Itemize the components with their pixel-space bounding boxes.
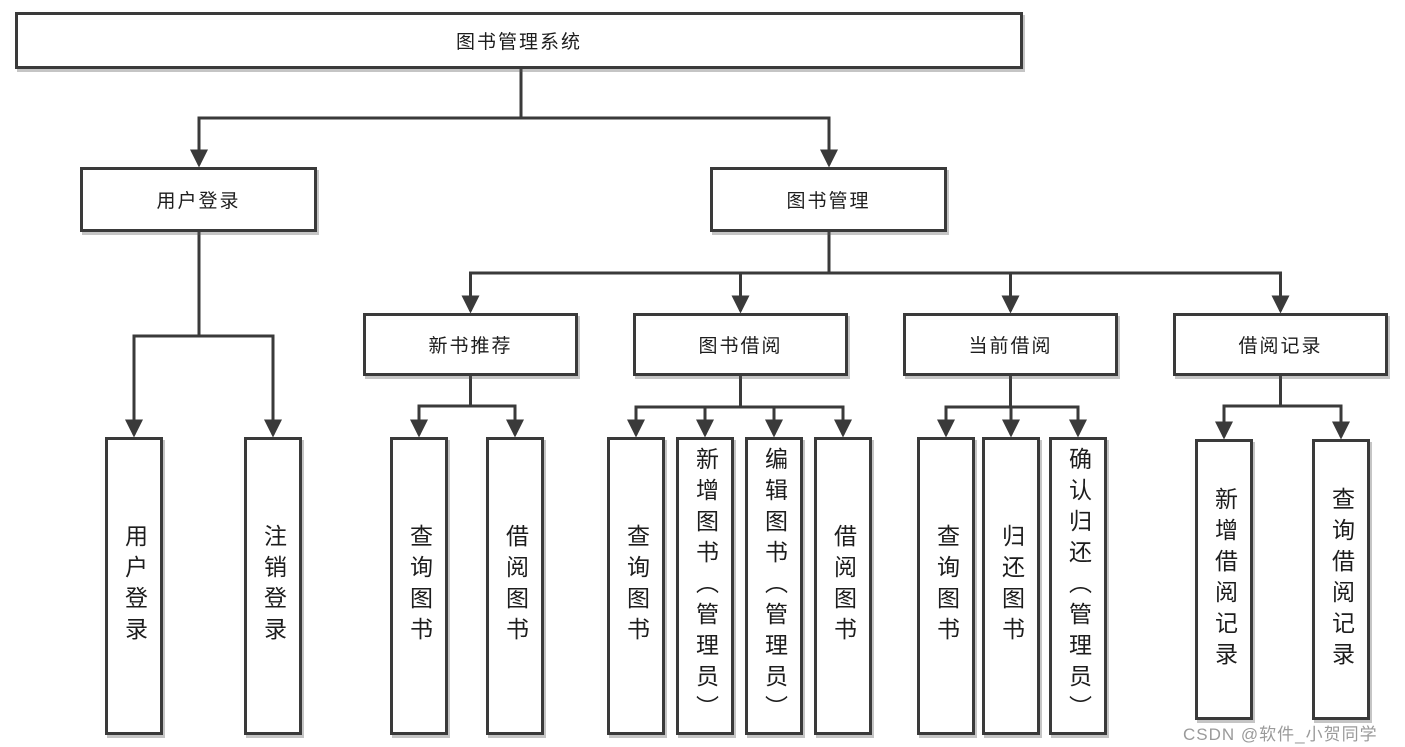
node-book-borrowing: 图书借阅 bbox=[633, 313, 848, 376]
leaf-borrow-books: 借阅图书 bbox=[486, 437, 544, 735]
node-book-management: 图书管理 bbox=[710, 167, 947, 232]
leaf-query-books: 查询图书 bbox=[390, 437, 448, 735]
leaf-add-borrow-record-label: 新增借阅记录 bbox=[1211, 486, 1238, 673]
leaf-user-login-label: 用户登录 bbox=[121, 524, 148, 648]
leaf-query-books-label: 查询图书 bbox=[933, 524, 960, 648]
leaf-user-login: 用户登录 bbox=[105, 437, 163, 735]
node-borrowing-records: 借阅记录 bbox=[1173, 313, 1388, 376]
leaf-logout: 注销登录 bbox=[244, 437, 302, 735]
leaf-add-books-admin: 新增图书（管理员） bbox=[676, 437, 734, 735]
leaf-edit-books-admin-label: 编辑图书（管理员） bbox=[761, 446, 788, 726]
leaf-borrow-books-label: 借阅图书 bbox=[830, 524, 857, 648]
leaf-logout-label: 注销登录 bbox=[260, 524, 287, 648]
leaf-confirm-return-admin-label: 确认归还（管理员） bbox=[1065, 446, 1092, 726]
leaf-query-books: 查询图书 bbox=[917, 437, 975, 735]
leaf-borrow-books: 借阅图书 bbox=[814, 437, 872, 735]
node-new-book-recommend-label: 新书推荐 bbox=[428, 336, 513, 357]
leaf-edit-books-admin: 编辑图书（管理员） bbox=[745, 437, 803, 735]
node-current-borrowing-label: 当前借阅 bbox=[968, 336, 1053, 357]
leaf-query-borrow-record-label: 查询借阅记录 bbox=[1328, 486, 1355, 673]
leaf-query-books-label: 查询图书 bbox=[623, 524, 650, 648]
leaf-add-books-admin-label: 新增图书（管理员） bbox=[692, 446, 719, 726]
leaf-query-books: 查询图书 bbox=[607, 437, 665, 735]
node-borrowing-records-label: 借阅记录 bbox=[1238, 336, 1323, 357]
node-book-borrowing-label: 图书借阅 bbox=[698, 336, 783, 357]
connector-arrows bbox=[125, 118, 1350, 440]
node-user-login: 用户登录 bbox=[80, 167, 317, 232]
node-current-borrowing: 当前借阅 bbox=[903, 313, 1118, 376]
leaf-confirm-return-admin: 确认归还（管理员） bbox=[1049, 437, 1107, 735]
node-book-management-label: 图书管理 bbox=[786, 191, 871, 212]
leaf-query-books-label: 查询图书 bbox=[406, 524, 433, 648]
node-root-label: 图书管理系统 bbox=[455, 32, 582, 53]
csdn-watermark: CSDN @软件_小贺同学 bbox=[1183, 725, 1378, 744]
node-new-book-recommend: 新书推荐 bbox=[363, 313, 578, 376]
leaf-return-books-label: 归还图书 bbox=[998, 524, 1025, 648]
node-root-library-management-system: 图书管理系统 bbox=[15, 12, 1023, 69]
connector-segments bbox=[132, 68, 1343, 409]
node-user-login-label: 用户登录 bbox=[156, 191, 241, 212]
leaf-borrow-books-label: 借阅图书 bbox=[502, 524, 529, 648]
leaf-return-books: 归还图书 bbox=[982, 437, 1040, 735]
leaf-query-borrow-record: 查询借阅记录 bbox=[1312, 439, 1370, 720]
leaf-add-borrow-record: 新增借阅记录 bbox=[1195, 439, 1253, 720]
